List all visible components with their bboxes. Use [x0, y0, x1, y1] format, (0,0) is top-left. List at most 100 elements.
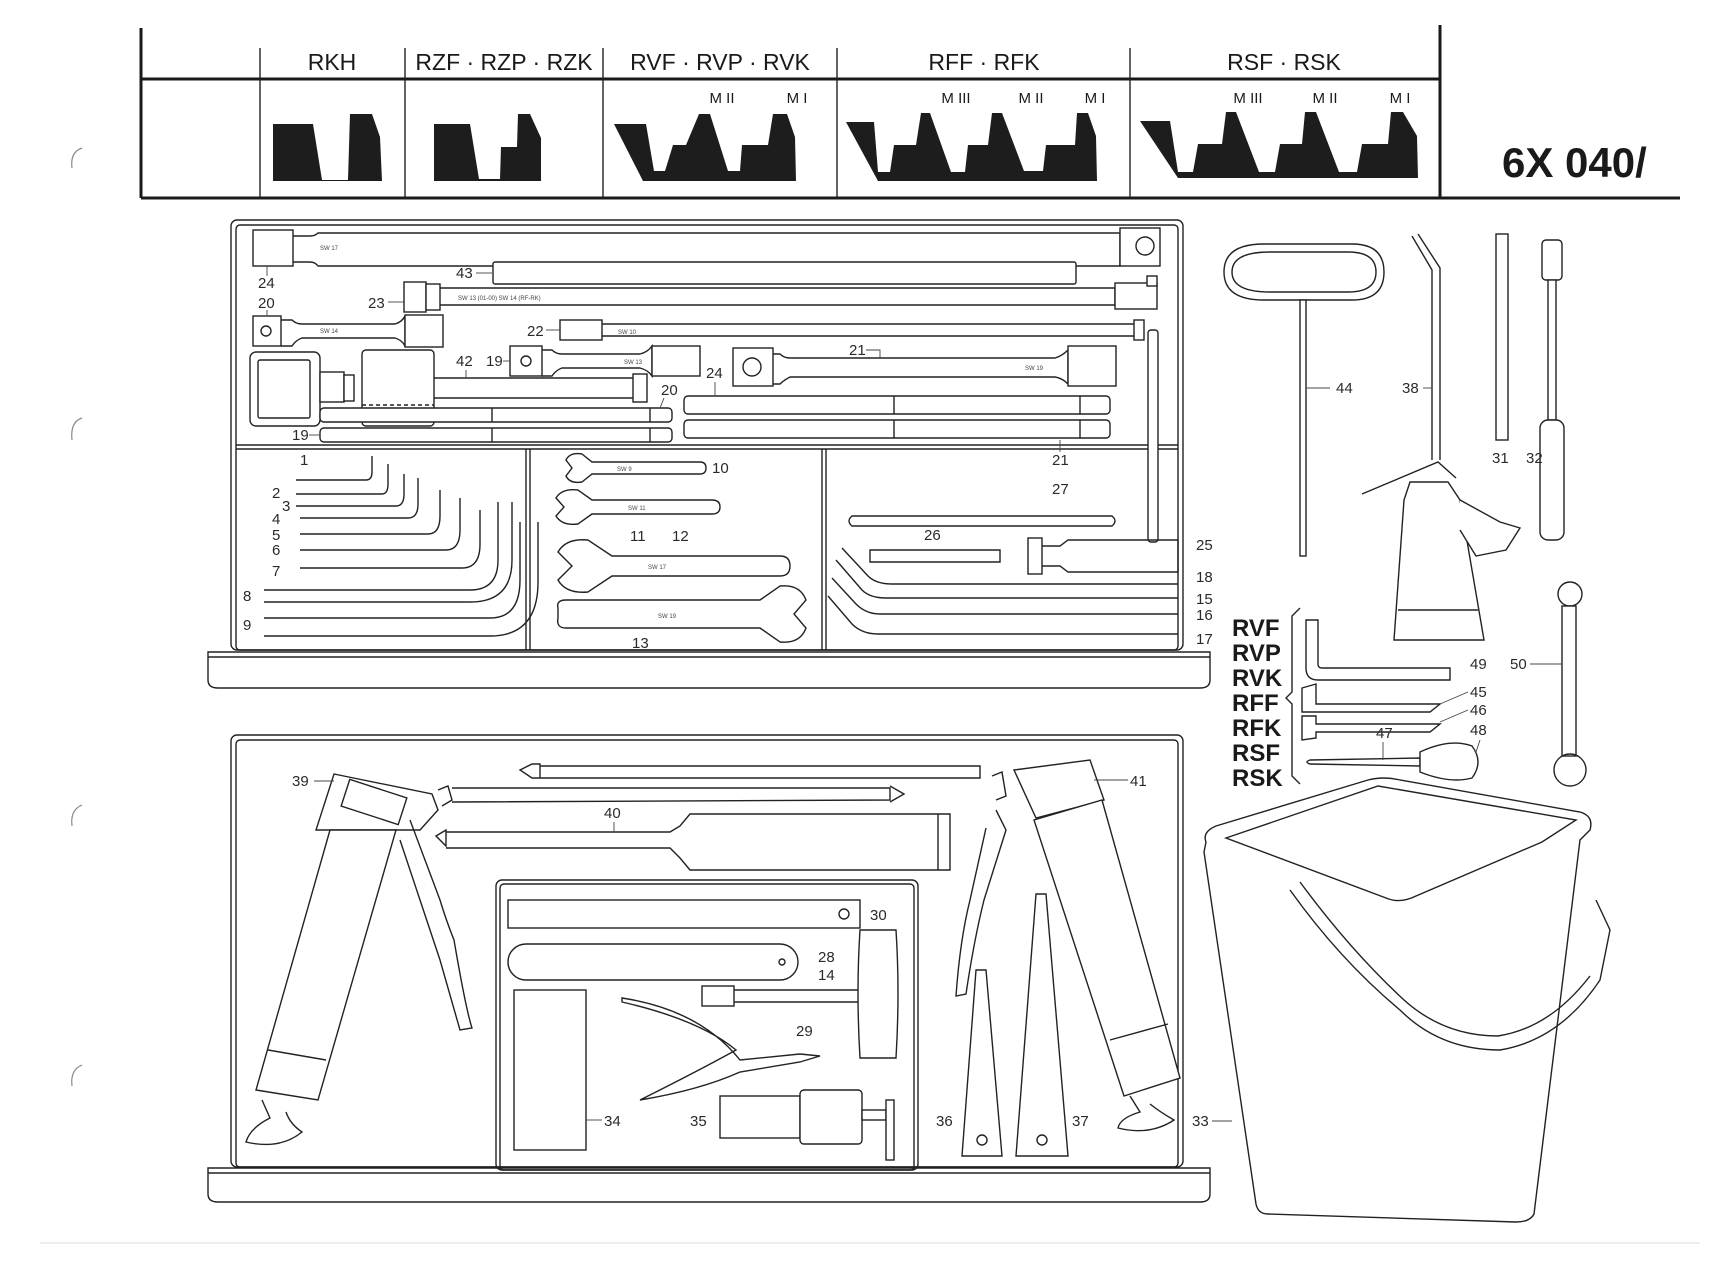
knurled-tool — [719, 1089, 895, 1161]
module-label: M III — [1233, 90, 1262, 107]
callout-38: 38 — [1402, 380, 1419, 397]
variant-rff: RFF — [1232, 690, 1279, 717]
spring-pliers — [621, 997, 821, 1101]
box-spanner-sw13: SW 13 — [509, 343, 701, 379]
document-number: 6X 040/ — [1502, 139, 1647, 186]
profile-rz — [434, 114, 541, 181]
callout-35: 35 — [690, 1113, 707, 1130]
callout-14: 14 — [818, 967, 835, 984]
callout-12: 12 — [672, 528, 689, 545]
binder-hole-mark — [71, 1064, 83, 1087]
steel-ruler — [507, 943, 799, 981]
profile-rkh — [273, 114, 382, 181]
callout-25: 25 — [1196, 537, 1213, 554]
variant-rsk: RSK — [1232, 765, 1283, 792]
box-spanner-sw19: SW 19 — [732, 345, 1117, 387]
sliding-block — [513, 989, 587, 1151]
callout-37: 37 — [1072, 1113, 1089, 1130]
hex-key-large — [1305, 619, 1451, 681]
size-marking: SW 17 — [648, 565, 667, 571]
module-label: M II — [1019, 90, 1044, 107]
feeler-strip — [1301, 683, 1442, 713]
callout-33: 33 — [1192, 1113, 1209, 1130]
grease-gun-left — [245, 773, 906, 1146]
tool-tray-bottom: 39 40 41 30 28 14 29 34 35 36 37 — [207, 734, 1211, 1203]
variant-rvf: RVF — [1232, 615, 1280, 642]
box-spanner-sw13-14: SW 13 (01-00) SW 14 (RF-RK) — [403, 275, 1158, 313]
loose-tools: 44 38 31 32 49 50 45 46 47 48 — [1223, 233, 1587, 787]
torque-handle — [249, 349, 648, 427]
profile-rs — [1140, 112, 1418, 178]
callout-7: 7 — [272, 563, 280, 580]
ratchet-handle — [1539, 239, 1565, 541]
screwdriver-set: 27 26 25 18 15 16 17 — [827, 481, 1213, 648]
callout-27: 27 — [1052, 481, 1069, 498]
header-col-rkh: RKH — [308, 49, 357, 75]
feeler-gauge — [507, 899, 861, 929]
tommy-bar — [492, 261, 1077, 285]
feeler-strip — [1301, 715, 1442, 741]
callout-43: 43 — [456, 265, 473, 282]
module-label: M II — [1313, 90, 1338, 107]
callout-45: 45 — [1470, 684, 1487, 701]
module-label: M I — [1085, 90, 1106, 107]
grease-gun-right — [955, 759, 1181, 1132]
callout-20: 20 — [258, 295, 275, 312]
callout-1: 1 — [300, 452, 308, 469]
callout-34: 34 — [604, 1113, 621, 1130]
callout-17: 17 — [1196, 631, 1213, 648]
callout-31: 31 — [1492, 450, 1509, 467]
header-table: RKH RZF · RZP · RZK RVF · RVP · RVK RFF … — [139, 25, 1680, 200]
size-marking: SW 13 (01-00) SW 14 (RF-RK) — [458, 296, 541, 302]
callout-20: 20 — [661, 382, 678, 399]
bucket: 33 — [1192, 777, 1611, 1223]
oil-can — [1361, 233, 1522, 641]
module-label: M II — [710, 90, 735, 107]
grease-cartridge — [434, 813, 951, 871]
callout-24: 24 — [706, 365, 723, 382]
callout-24: 24 — [258, 275, 275, 292]
callout-2: 2 — [272, 485, 280, 502]
variant-rvk: RVK — [1232, 665, 1283, 692]
callout-21: 21 — [849, 342, 866, 359]
callout-26: 26 — [924, 527, 941, 544]
callout-10: 10 — [712, 460, 729, 477]
callout-23: 23 — [368, 295, 385, 312]
callout-5: 5 — [272, 527, 280, 544]
callout-29: 29 — [796, 1023, 813, 1040]
callout-44: 44 — [1336, 380, 1353, 397]
size-marking: SW 17 — [320, 246, 339, 252]
variant-rvp: RVP — [1232, 640, 1281, 667]
wedge-small — [961, 969, 1003, 1157]
header-col-rv: RVF · RVP · RVK — [630, 49, 810, 75]
size-marking: SW 19 — [1025, 366, 1044, 372]
binder-hole-mark — [71, 417, 83, 441]
callout-6: 6 — [272, 542, 280, 559]
callout-36: 36 — [936, 1113, 953, 1130]
open-end-wrench-set: SW 9 SW 11 SW 17 SW 19 10 11 12 13 — [555, 452, 807, 652]
callout-39: 39 — [292, 773, 309, 790]
box-spanner-sw17: SW 17 — [252, 227, 1161, 267]
grease-nozzle-extension — [518, 763, 981, 779]
box-spanner-sw14: SW 14 — [252, 314, 444, 348]
brush-tool — [1306, 742, 1479, 781]
binder-hole-mark — [71, 147, 83, 169]
hex-key-set: 1 2 3 4 5 6 7 8 9 — [243, 452, 539, 637]
callout-19: 19 — [292, 427, 309, 444]
binder-hole-mark — [71, 804, 83, 827]
binder-marks — [71, 147, 83, 1087]
socket-tool — [1495, 233, 1509, 441]
size-marking: SW 10 — [618, 330, 637, 336]
t-handle-wrench — [1223, 243, 1385, 557]
callout-15: 15 — [1196, 591, 1213, 608]
module-label: M I — [787, 90, 808, 107]
extension-bars — [319, 395, 1111, 443]
mallet — [701, 929, 899, 1059]
callout-16: 16 — [1196, 607, 1213, 624]
callout-49: 49 — [1470, 656, 1487, 673]
callout-3: 3 — [282, 498, 290, 515]
accessory-case — [495, 879, 919, 1171]
callout-19: 19 — [486, 353, 503, 370]
callout-32: 32 — [1526, 450, 1543, 467]
